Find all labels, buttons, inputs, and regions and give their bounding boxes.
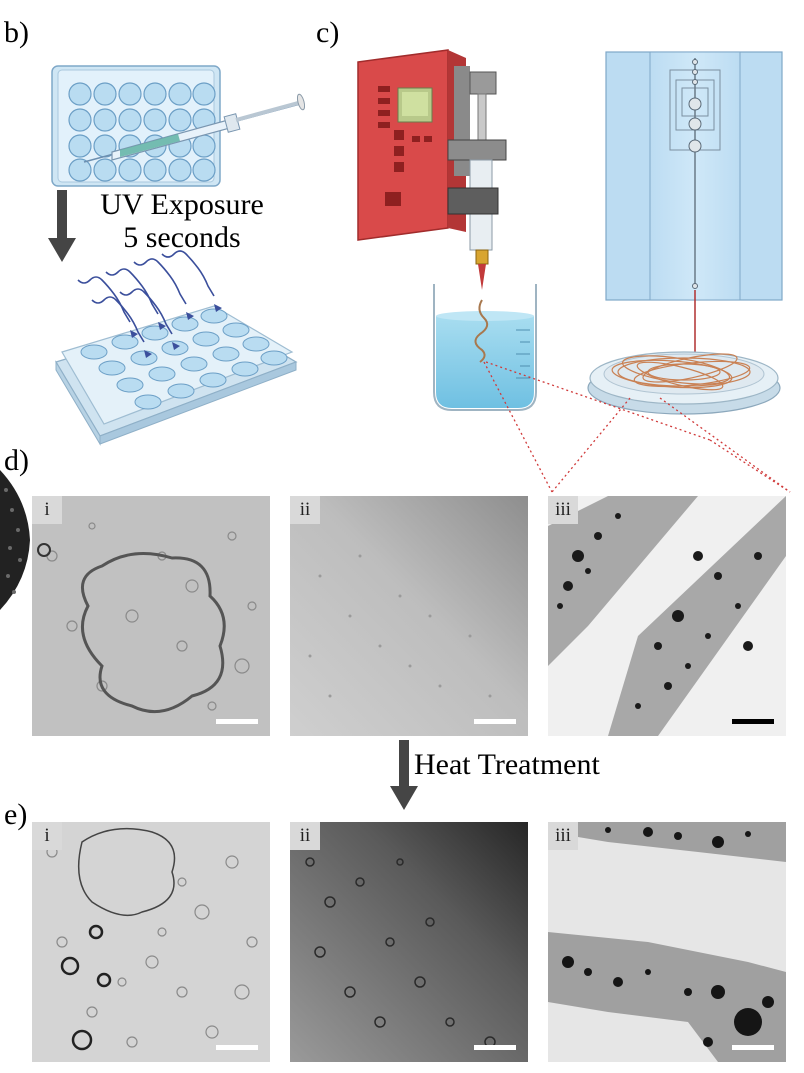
sublabel-d-iii: iii — [548, 496, 578, 524]
uv-exposure-line2: 5 seconds — [123, 221, 241, 254]
uv-arrowheads — [130, 304, 222, 358]
sublabel-e-i: i — [32, 822, 62, 850]
micrograph-e-i: i — [32, 822, 270, 1062]
scale-bar — [216, 1045, 258, 1050]
uv-exposure-arrow — [48, 190, 76, 262]
micrograph-e-ii: ii — [290, 822, 528, 1062]
connection-lines — [483, 361, 791, 493]
micrograph-e-iii: iii — [548, 822, 786, 1062]
sublabel-d-i: i — [32, 496, 62, 524]
panel-label-e: e) — [4, 798, 28, 831]
panel-label-b: b) — [4, 16, 29, 49]
scale-bar — [474, 719, 516, 724]
uv-exposure-label: UV Exposure 5 seconds — [74, 188, 290, 254]
panel-label-d: d) — [4, 444, 29, 477]
scale-bar — [216, 719, 258, 724]
microfluidic-chip — [605, 51, 783, 362]
scale-bar — [732, 1045, 774, 1050]
syringe-pump — [357, 49, 507, 290]
micrograph-d-ii: ii — [290, 496, 528, 736]
heat-treatment-label: Heat Treatment — [414, 748, 600, 781]
syringe-icon — [83, 93, 306, 163]
panel-label-c: c) — [316, 16, 340, 49]
scale-bar — [474, 1045, 516, 1050]
petri-dish-icon — [587, 351, 781, 415]
uv-wave-icons — [77, 250, 215, 343]
micrograph-d-i: i — [32, 496, 270, 736]
heat-treatment-arrow — [390, 740, 418, 810]
sublabel-e-iii: iii — [548, 822, 578, 850]
sublabel-d-ii: ii — [290, 496, 320, 524]
well-plate-perspective — [55, 305, 298, 446]
uv-exposure-line1: UV Exposure — [100, 188, 264, 221]
sublabel-e-ii: ii — [290, 822, 320, 850]
beaker-icon — [433, 284, 537, 411]
well-plate-top-view — [51, 65, 221, 187]
edge-micrograph-fragment — [0, 470, 30, 610]
scale-bar — [732, 719, 774, 724]
micrograph-d-iii: iii — [548, 496, 786, 736]
